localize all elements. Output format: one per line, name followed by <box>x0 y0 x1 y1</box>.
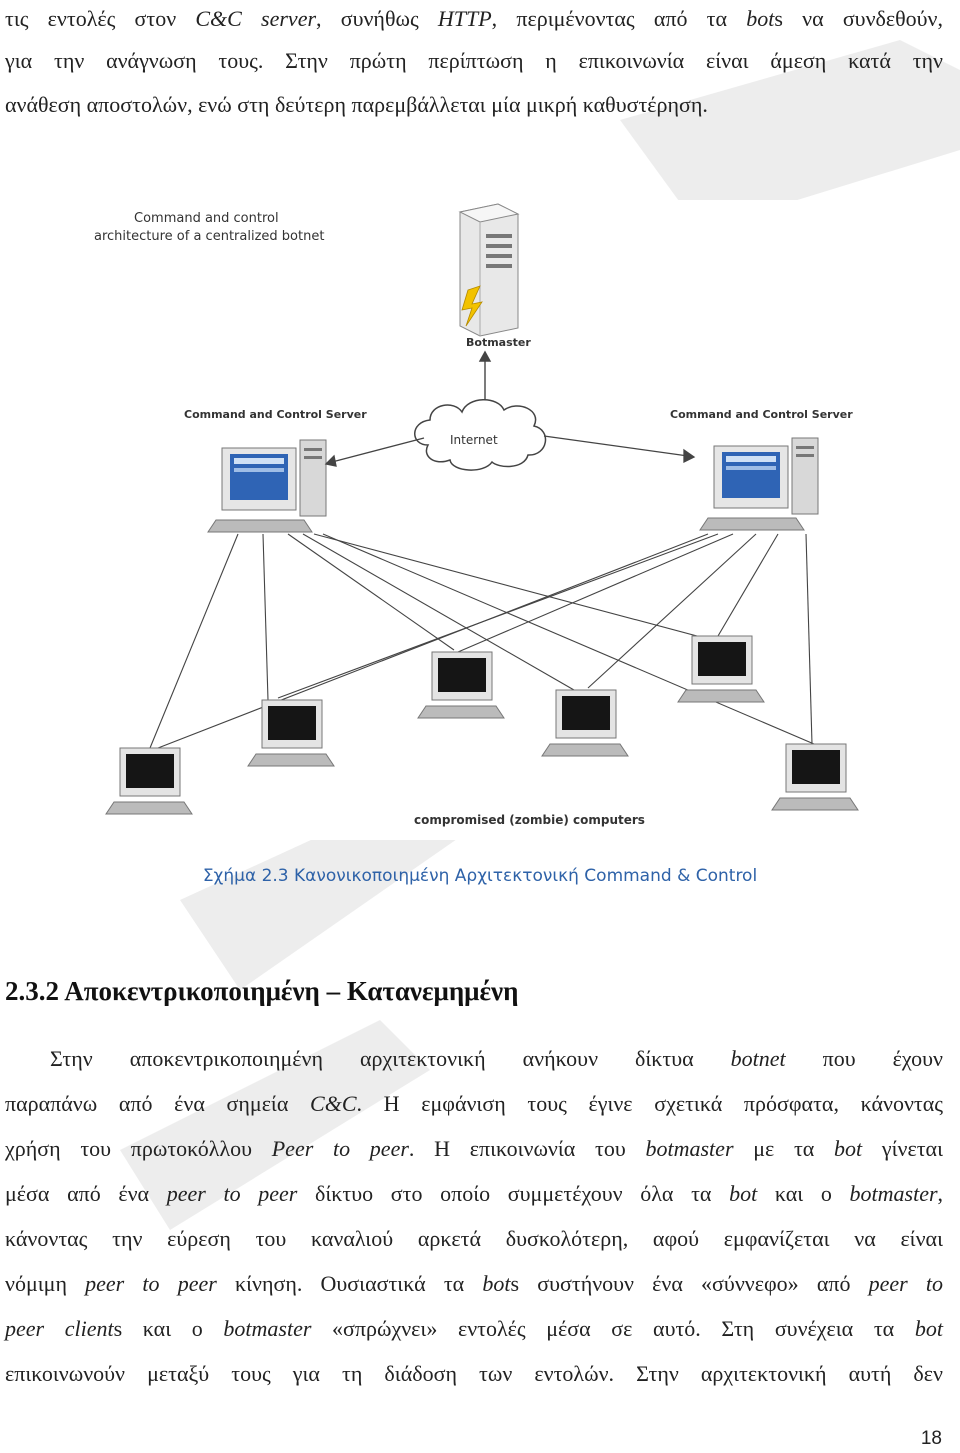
body-line-6: νόμιμη peer to peer κίνηση. Ουσιαστικά τ… <box>5 1271 944 1296</box>
body-line-3: χρήση του πρωτοκόλλου Peer to peer. Η επ… <box>5 1136 943 1161</box>
zombies-label: compromised (zombie) computers <box>414 813 645 827</box>
figure-caption: Σχήμα 2.3 Κανονικοποιημένη Αρχιτεκτονική… <box>202 866 758 886</box>
cc-server-left-label: Command and Control Server <box>184 408 367 421</box>
zombie-computer-icon <box>541 689 629 757</box>
body-line-8: επικοινωνούν μεταξύ τους για τη διάδοση … <box>5 1361 943 1386</box>
section-heading: 2.3.2 Αποκεντρικοποιημένη – Κατανεμημένη <box>5 976 519 1006</box>
zombie-computer-icon <box>677 635 765 703</box>
page-number: 18 <box>920 1428 942 1449</box>
cc-server-right-computer-icon <box>699 437 819 531</box>
cc-server-left-computer-icon <box>207 439 327 533</box>
body-line-4: μέσα από ένα peer to peer δίκτυο στο οπο… <box>5 1181 944 1206</box>
top-paragraph-line-2: για την ανάγνωση τους. Στην πρώτη περίπτ… <box>5 48 943 73</box>
botmaster-server-icon <box>458 203 520 337</box>
botnet-architecture-figure: Command and control architecture of a ce… <box>88 200 904 840</box>
zombie-computer-icon <box>105 747 193 815</box>
zombie-computer-icon <box>247 699 335 767</box>
top-paragraph-line-1: τις εντολές στον C&C server, συνήθως HTT… <box>5 6 943 31</box>
body-line-1: Στην αποκεντρικοποιημένη αρχιτεκτονική α… <box>50 1046 944 1071</box>
internet-label: Internet <box>450 433 498 447</box>
top-paragraph-line-3: ανάθεση αποστολών, ενώ στη δεύτερη παρεμ… <box>5 92 708 117</box>
zombie-computer-icon <box>771 743 859 811</box>
body-line-7: peer clients και ο botmaster «σπρώχνει» … <box>5 1316 943 1341</box>
body-line-5: κάνοντας την εύρεση του καναλιού αρκετά … <box>5 1226 943 1251</box>
body-line-2: παραπάνω από ένα σημεία C&C. Η εμφάνιση … <box>5 1091 944 1116</box>
botmaster-label: Botmaster <box>466 336 531 349</box>
zombie-computer-icon <box>417 651 505 719</box>
figure-title-line-2: architecture of a centralized botnet <box>94 229 324 244</box>
figure-title-line-1: Command and control <box>134 211 279 226</box>
cc-server-right-label: Command and Control Server <box>670 408 853 421</box>
internet-cloud-icon <box>414 399 547 471</box>
